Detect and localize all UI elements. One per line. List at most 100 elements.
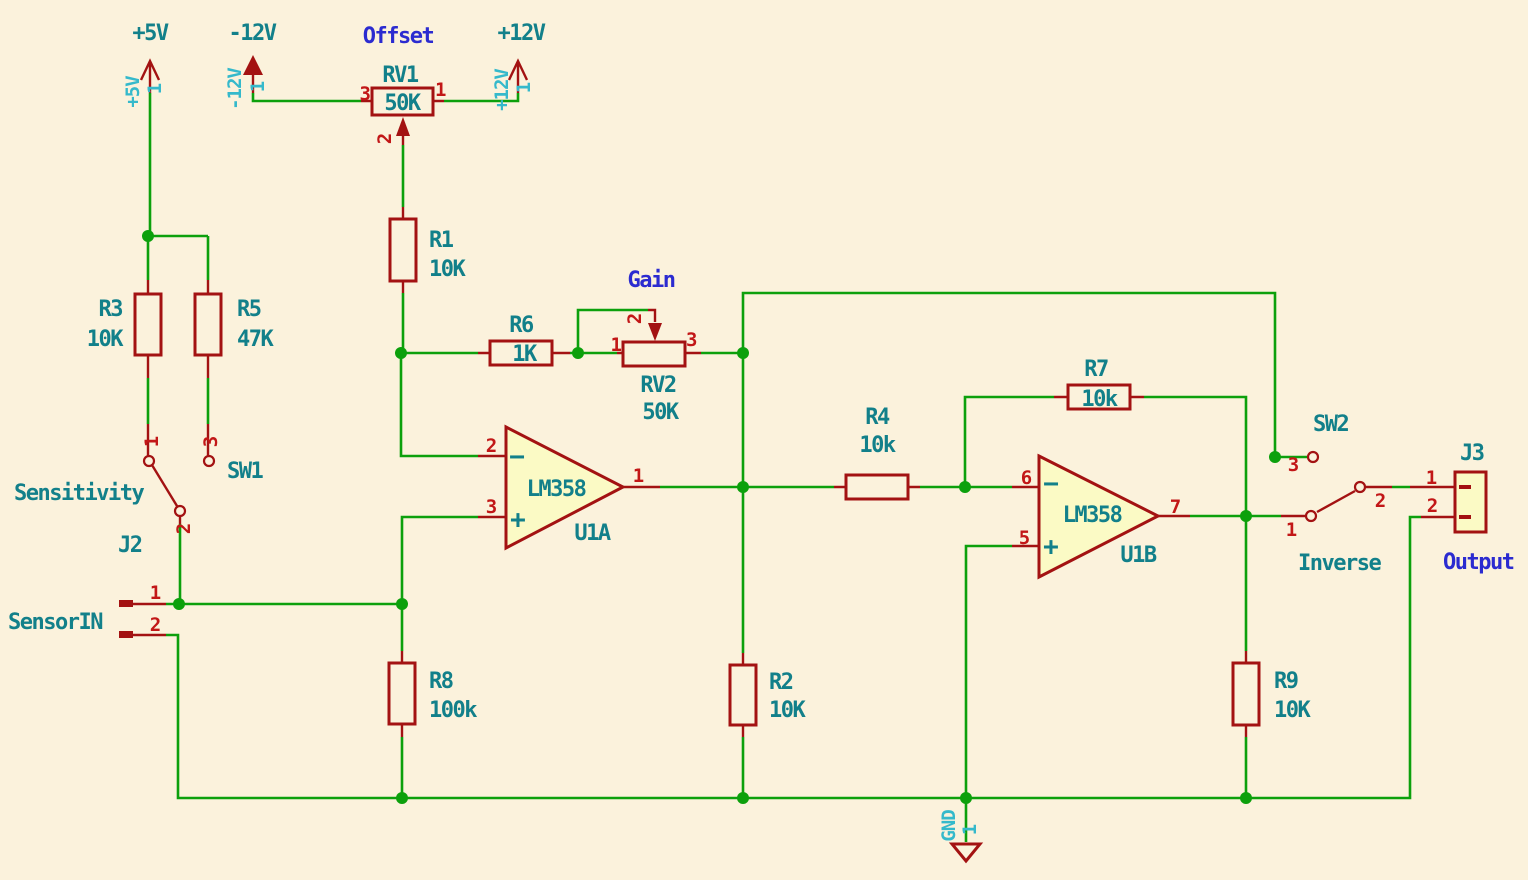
r6-ref[interactable]: R6 (509, 313, 535, 338)
u1b-ref[interactable]: U1B (1120, 543, 1158, 568)
net-label-offset[interactable]: Offset (363, 24, 435, 49)
plus5v-arrow-icon (139, 58, 161, 93)
r4-ref[interactable]: R4 (865, 405, 891, 430)
r1-body[interactable] (388, 217, 418, 283)
r7-ref[interactable]: R7 (1084, 357, 1109, 382)
resistor-r9[interactable]: R9 10K (1231, 651, 1313, 737)
resistor-r8[interactable]: R8 100k (387, 651, 479, 737)
power-flag-plus5v[interactable]: +5V +5V 1 (122, 21, 170, 108)
net-label-output[interactable]: Output (1443, 550, 1515, 575)
opamp-u1a[interactable]: LM358 U1A − + 2 3 1 (478, 424, 660, 551)
r4-value[interactable]: 10k (859, 433, 897, 458)
r5-body[interactable] (193, 292, 223, 357)
u1a-minus-sign: − (509, 442, 525, 472)
j3-body[interactable] (1453, 470, 1488, 534)
wire-minus12-to-rv1[interactable] (251, 93, 361, 103)
net-label-gain[interactable]: Gain (628, 268, 677, 293)
plus12v-label[interactable]: +12V (498, 21, 548, 46)
resistor-r6[interactable]: R6 1K (478, 313, 570, 367)
wire-feedback-top[interactable] (741, 291, 1308, 459)
u1b-pin-stubs (1012, 485, 1190, 548)
rv2-value[interactable]: 50K (642, 400, 681, 425)
switch-sw1[interactable]: 1 3 2 SW1 Sensitivity (14, 436, 265, 534)
u1b-part[interactable]: LM358 (1063, 503, 1123, 528)
j2-ref[interactable]: J2 (118, 533, 143, 558)
rv1-body[interactable] (370, 86, 435, 117)
label-sensitivity[interactable]: Sensitivity (14, 481, 146, 506)
r9-body[interactable] (1231, 661, 1261, 727)
r1-value[interactable]: 10K (429, 257, 468, 282)
r9-value[interactable]: 10K (1274, 698, 1313, 723)
wire-gnd-rail[interactable] (166, 515, 1421, 842)
r9-ref[interactable]: R9 (1274, 669, 1299, 694)
u1a-ref[interactable]: U1A (574, 521, 612, 546)
r3-body[interactable] (133, 292, 163, 357)
wire-inverting-input-row[interactable] (399, 308, 743, 458)
r7-body[interactable] (1066, 383, 1132, 411)
sw2-lever[interactable] (1316, 489, 1356, 514)
sw1-pin1-contact[interactable] (142, 454, 156, 468)
u1b-body[interactable] (1037, 453, 1162, 580)
r4-body[interactable] (844, 473, 910, 501)
r2-body[interactable] (728, 663, 758, 727)
switch-sw2[interactable]: 3 1 2 SW2 Inverse (1281, 412, 1392, 576)
opamp-u1b[interactable]: LM358 U1B − + 6 5 7 (1012, 453, 1190, 580)
plus5v-label[interactable]: +5V (132, 21, 170, 46)
connector-j2[interactable]: 1 2 J2 SensorIN (8, 533, 166, 638)
rv2-ref[interactable]: RV2 (640, 373, 677, 398)
sw2-ref[interactable]: SW2 (1313, 412, 1350, 437)
sw2-pin2-contact[interactable] (1353, 480, 1367, 494)
wire-plus5v-net[interactable] (146, 93, 210, 424)
r6-value[interactable]: 1K (512, 342, 539, 367)
u1a-body[interactable] (504, 424, 627, 551)
potentiometer-rv2[interactable]: RV2 50K 1 3 2 Gain (611, 268, 701, 425)
resistor-r2[interactable]: R2 10K (728, 653, 808, 737)
wire-rv1-to-plus12[interactable] (444, 93, 520, 103)
label-sensorin[interactable]: SensorIN (8, 610, 104, 635)
resistor-r5[interactable]: R5 47K (193, 280, 276, 456)
u1a-plus-sign: + (510, 505, 526, 535)
r3-value[interactable]: 10K (87, 327, 126, 352)
wire-u1b-output[interactable] (1190, 514, 1281, 798)
resistor-r7[interactable]: R7 10k (1054, 357, 1144, 412)
r6-body[interactable] (488, 339, 554, 367)
minus12v-label[interactable]: -12V (229, 21, 279, 46)
sw2-pin1-contact[interactable] (1304, 509, 1318, 523)
resistor-r4[interactable]: R4 10k (834, 405, 920, 501)
wire-u1a-output[interactable] (660, 353, 834, 798)
rv1-value[interactable]: 50K (384, 91, 423, 116)
resistor-r1[interactable]: R1 10K (388, 207, 468, 293)
junction-dot (173, 598, 185, 610)
gnd-pin-number: 1 (959, 824, 981, 835)
sw1-pin2-contact[interactable] (173, 504, 187, 518)
r1-ref[interactable]: R1 (429, 228, 455, 253)
u1a-part[interactable]: LM358 (527, 477, 587, 502)
r5-ref[interactable]: R5 (237, 297, 262, 322)
label-inverse[interactable]: Inverse (1298, 551, 1383, 576)
rv1-ref[interactable]: RV1 (382, 63, 420, 88)
resistor-r3[interactable]: R3 10K (87, 280, 163, 456)
power-flag-minus12v[interactable]: -12V -12V 1 (224, 21, 279, 110)
r8-value[interactable]: 100k (429, 698, 479, 723)
sw1-lever[interactable] (150, 464, 179, 507)
rv2-body[interactable] (621, 340, 687, 368)
potentiometer-rv1[interactable]: RV1 50K 3 1 2 Offset (360, 24, 447, 145)
sw1-ref[interactable]: SW1 (227, 459, 265, 484)
wire-sensor-row[interactable] (166, 515, 478, 798)
r8-ref[interactable]: R8 (429, 669, 454, 694)
r7-value[interactable]: 10k (1081, 387, 1119, 412)
j3-ref[interactable]: J3 (1460, 441, 1485, 466)
sw1-pin3-contact[interactable] (202, 454, 216, 468)
power-flag-plus12v[interactable]: +12V +12V 1 (491, 21, 548, 111)
wire-u1b-plus-to-gnd[interactable] (964, 544, 1012, 798)
connector-j3[interactable]: 1 2 J3 Output (1410, 441, 1515, 575)
r5-value[interactable]: 47K (237, 327, 276, 352)
r2-value[interactable]: 10K (769, 698, 808, 723)
r8-body[interactable] (387, 661, 417, 726)
r2-ref[interactable]: R2 (769, 670, 794, 695)
r3-ref[interactable]: R3 (99, 297, 124, 322)
power-flag-gnd[interactable]: GND 1 (938, 810, 984, 864)
sw2-pin3-contact[interactable] (1306, 450, 1320, 464)
